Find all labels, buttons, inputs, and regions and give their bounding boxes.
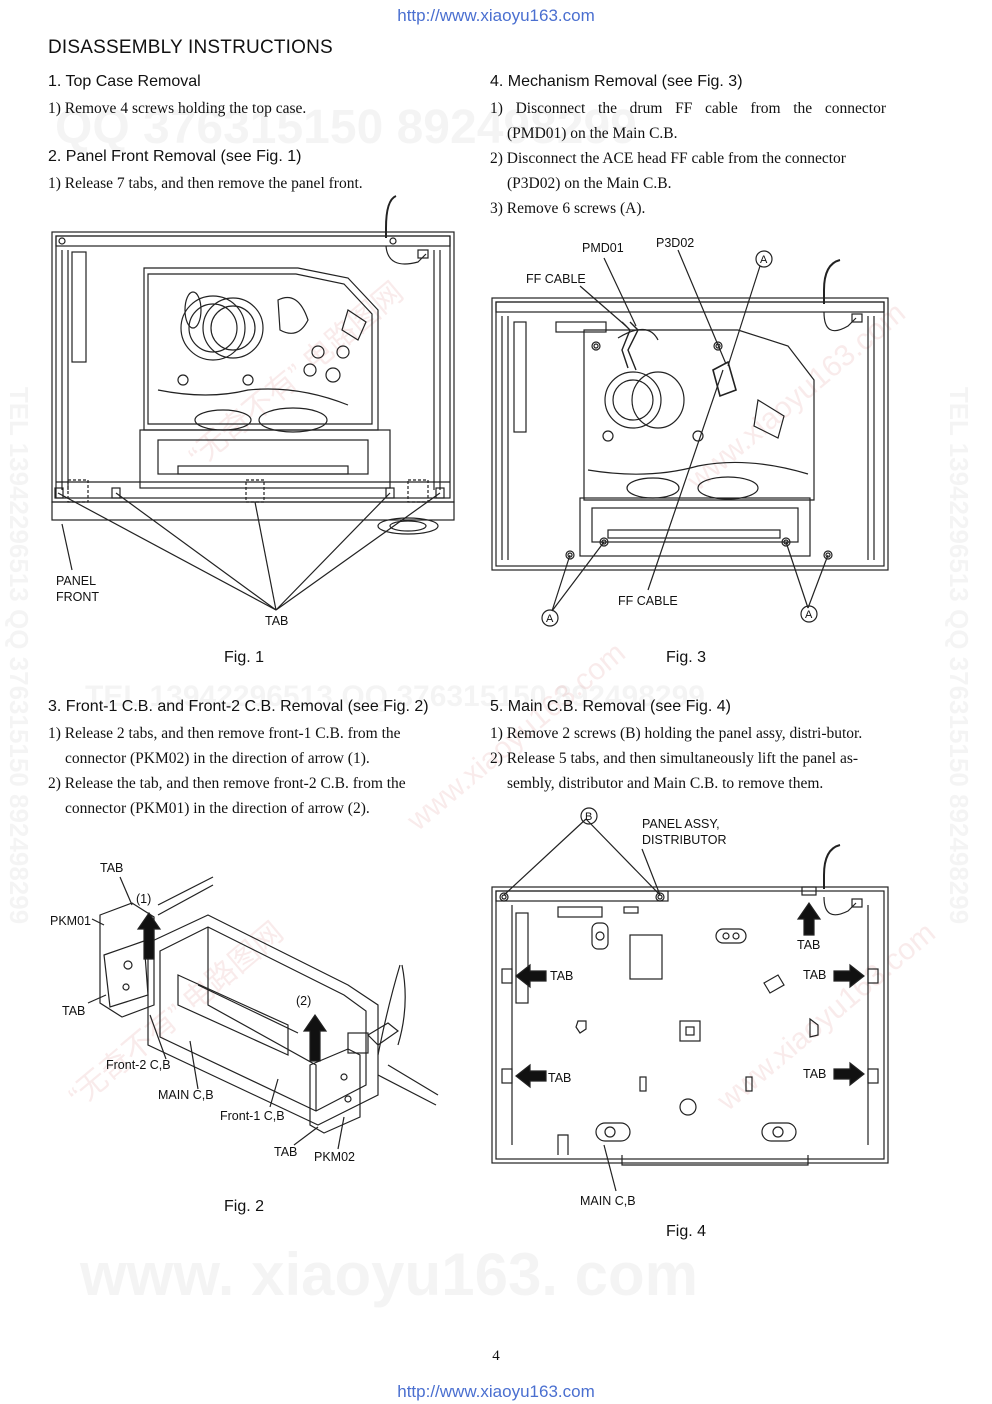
fig2-label-front1: Front-1 C,B	[220, 1109, 285, 1123]
figure-4-caption: Fig. 4	[666, 1223, 707, 1240]
watermark-bottom: www. xiaoyu163. com	[80, 1240, 698, 1309]
watermark-tel-left: TEL 13942296513 QQ 376315150 892498299	[3, 387, 34, 924]
fig4-label-tab-right-1: TAB	[803, 968, 826, 982]
fig2-label-front2: Front-2 C,B	[106, 1058, 171, 1072]
page-number: 4	[492, 1348, 500, 1364]
section-5-step-2-line-a: 2) Release 5 tabs, and then simultaneous…	[490, 750, 859, 767]
fig1-label-panel: PANEL	[56, 574, 96, 588]
figure-3-caption: Fig. 3	[666, 649, 707, 666]
section-5-step-2-line-b: sembly, distributor and Main C.B. to rem…	[507, 775, 824, 792]
section-4-heading: 4. Mechanism Removal (see Fig. 3)	[490, 73, 743, 90]
fig4-label-panel-assy: PANEL ASSY,	[642, 817, 720, 831]
fig3-label-ff-cable-top: FF CABLE	[526, 272, 586, 286]
section-1-step-1: 1) Remove 4 screws holding the top case.	[48, 100, 307, 117]
figure-4-diagram: B PANEL ASSY, DISTRIBUTOR TAB TAB TAB TA…	[491, 807, 889, 1208]
fig4-label-tab-left-1: TAB	[550, 969, 573, 983]
section-4-step-2-line-a: 2) Disconnect the ACE head FF cable from…	[490, 150, 846, 167]
fig2-label-tab-left: TAB	[62, 1004, 85, 1018]
section-4-step-2-line-b: (P3D02) on the Main C.B.	[507, 175, 672, 192]
section-3-step-2-line-a: 2) Release the tab, and then remove fron…	[48, 775, 406, 792]
fig2-label-pkm01: PKM01	[50, 914, 91, 928]
section-4-step-1-line-b: (PMD01) on the Main C.B.	[507, 125, 678, 142]
fig4-label-tab-top: TAB	[797, 938, 820, 952]
watermark-tel-right: TEL 13942296513 QQ 376315150 892498299	[943, 387, 974, 924]
footer-url-link[interactable]: http://www.xiaoyu163.com	[397, 1382, 595, 1401]
figure-2-caption: Fig. 2	[224, 1198, 265, 1215]
page-title: DISASSEMBLY INSTRUCTIONS	[48, 37, 333, 58]
fig3-label-screw-a-3: A	[805, 609, 813, 621]
section-4-step-3: 3) Remove 6 screws (A).	[490, 200, 646, 217]
fig2-label-arrow-1: (1)	[136, 892, 151, 906]
fig2-label-main: MAIN C,B	[158, 1088, 214, 1102]
fig1-label-front: FRONT	[56, 590, 99, 604]
section-3-step-1-line-a: 1) Release 2 tabs, and then remove front…	[48, 725, 401, 742]
section-4-step-1-line-a: 1) Disconnect the drum FF cable from the…	[490, 100, 886, 117]
section-5-heading: 5. Main C.B. Removal (see Fig. 4)	[490, 698, 731, 715]
figure-3-diagram: PMD01 P3D02 FF CABLE FF CABLE A A A	[491, 236, 889, 627]
fig3-label-screw-a-1: A	[760, 254, 768, 266]
section-2-heading: 2. Panel Front Removal (see Fig. 1)	[48, 148, 302, 165]
section-3-step-2-line-b: connector (PKM01) in the direction of ar…	[65, 800, 370, 817]
section-2-step-1: 1) Release 7 tabs, and then remove the p…	[48, 175, 363, 192]
section-3-step-1: 1) Release 2 tabs, and then remove front…	[48, 721, 444, 771]
fig4-label-tab-left-2: TAB	[548, 1071, 571, 1085]
fig2-label-tab-bottom: TAB	[274, 1145, 297, 1159]
section-5-step-1: 1) Remove 2 screws (B) holding the panel…	[490, 725, 863, 742]
fig4-label-main: MAIN C,B	[580, 1194, 636, 1208]
fig4-label-distributor: DISTRIBUTOR	[642, 833, 727, 847]
fig4-label-tab-right-2: TAB	[803, 1067, 826, 1081]
figure-2-diagram: TAB (1) PKM01 TAB (2) Front-2 C,B MAIN C…	[50, 861, 439, 1164]
fig3-label-p3d02: P3D02	[656, 236, 694, 250]
section-1-heading: 1. Top Case Removal	[48, 73, 201, 90]
figure-1-diagram: PANEL FRONT TAB	[51, 195, 455, 628]
fig2-label-pkm02: PKM02	[314, 1150, 355, 1164]
fig3-label-ff-cable-bottom: FF CABLE	[618, 594, 678, 608]
section-4-step-2: 2) Disconnect the ACE head FF cable from…	[490, 146, 886, 196]
fig4-label-screw-b: B	[585, 811, 592, 823]
fig2-label-arrow-2: (2)	[296, 994, 311, 1008]
fig3-label-pmd01: PMD01	[582, 241, 624, 255]
fig1-label-tab: TAB	[265, 614, 288, 628]
section-3-step-1-line-b: connector (PKM02) in the direction of ar…	[65, 750, 370, 767]
figure-1-caption: Fig. 1	[224, 649, 265, 666]
section-4-step-1: 1) Disconnect the drum FF cable from the…	[490, 96, 886, 146]
header-url-link[interactable]: http://www.xiaoyu163.com	[397, 6, 595, 25]
fig3-label-screw-a-2: A	[546, 613, 554, 625]
section-5-step-2: 2) Release 5 tabs, and then simultaneous…	[490, 746, 886, 796]
fig2-label-tab-top: TAB	[100, 861, 123, 875]
section-3-heading: 3. Front-1 C.B. and Front-2 C.B. Removal…	[48, 698, 429, 715]
section-3-step-2: 2) Release the tab, and then remove fron…	[48, 771, 444, 821]
